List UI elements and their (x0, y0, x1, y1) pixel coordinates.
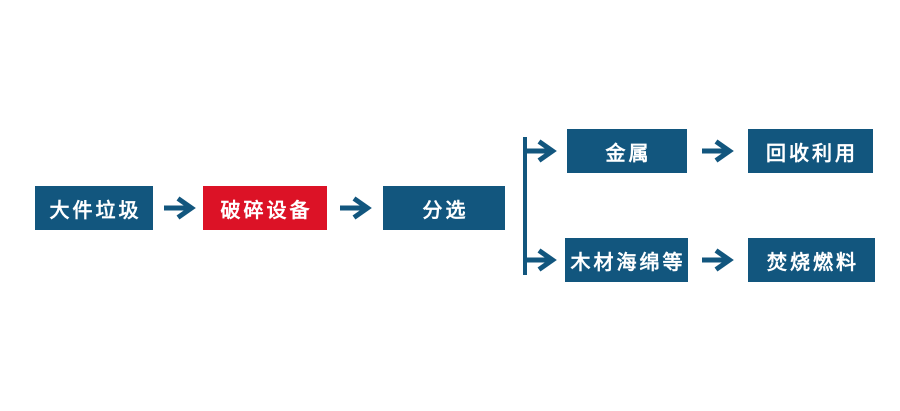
flow-node-metal: 金属 (567, 129, 687, 173)
flow-node-sorting: 分选 (383, 186, 505, 230)
arrow-right-icon (339, 195, 373, 221)
flow-node-crushing-equipment: 破碎设备 (203, 186, 327, 230)
arrow-right-icon (701, 247, 735, 273)
branch-line (523, 137, 527, 275)
arrow-right-icon (163, 195, 197, 221)
flow-node-bulky-waste: 大件垃圾 (35, 186, 153, 230)
arrow-right-icon (524, 247, 558, 273)
flow-node-recycling: 回收利用 (748, 129, 873, 173)
flow-node-wood-sponge-etc: 木材海绵等 (565, 238, 688, 282)
arrow-right-icon (524, 138, 558, 164)
arrow-right-icon (701, 138, 735, 164)
flow-node-incineration-fuel: 焚烧燃料 (748, 238, 875, 282)
